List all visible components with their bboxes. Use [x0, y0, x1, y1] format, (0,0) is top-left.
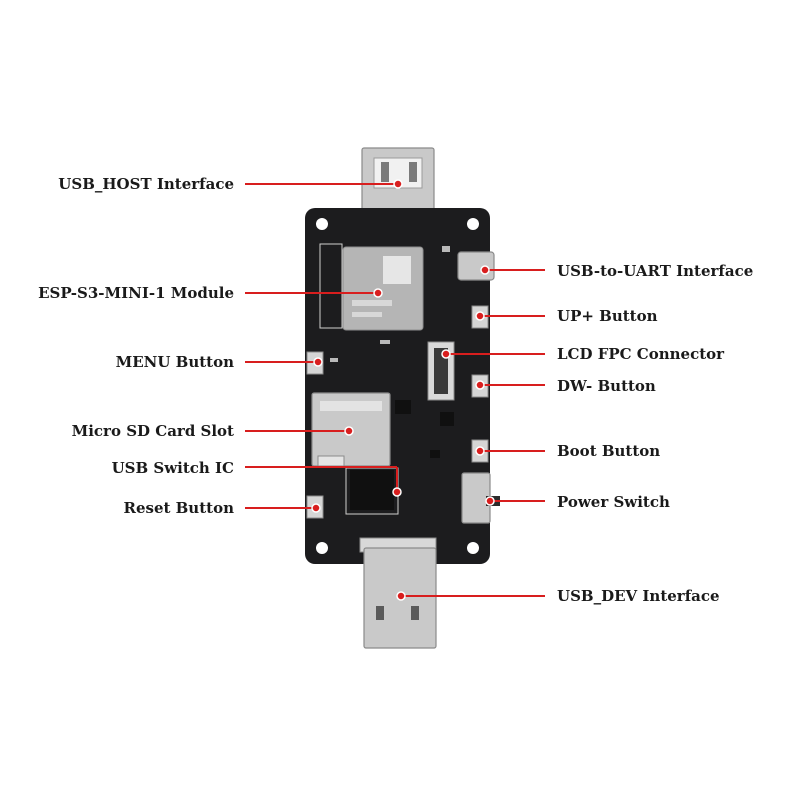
label-lcd-fpc: LCD FPC Connector	[557, 345, 725, 363]
label-usb-dev: USB_DEV Interface	[557, 587, 720, 605]
mount-hole-icon	[316, 218, 328, 230]
mount-hole-icon	[316, 542, 328, 554]
label-esp-module: ESP-S3-MINI-1 Module	[38, 284, 234, 302]
mount-hole-icon	[467, 542, 479, 554]
label-usb-host: USB_HOST Interface	[58, 175, 234, 193]
power-switch[interactable]	[461, 472, 500, 524]
label-reset-button: Reset Button	[123, 499, 234, 517]
label-power-switch: Power Switch	[557, 493, 670, 511]
label-usb-uart: USB-to-UART Interface	[557, 262, 753, 280]
label-menu-button: MENU Button	[116, 353, 234, 371]
label-up-button: UP+ Button	[557, 307, 658, 325]
label-dw-button: DW- Button	[557, 377, 656, 395]
micro-usb-port	[457, 251, 495, 281]
label-boot-button: Boot Button	[557, 442, 660, 460]
label-sd-slot: Micro SD Card Slot	[72, 422, 234, 440]
label-usb-switch-ic: USB Switch IC	[112, 459, 234, 477]
mount-hole-icon	[467, 218, 479, 230]
lcd-fpc-connector	[427, 341, 455, 401]
esp-module	[342, 246, 424, 331]
